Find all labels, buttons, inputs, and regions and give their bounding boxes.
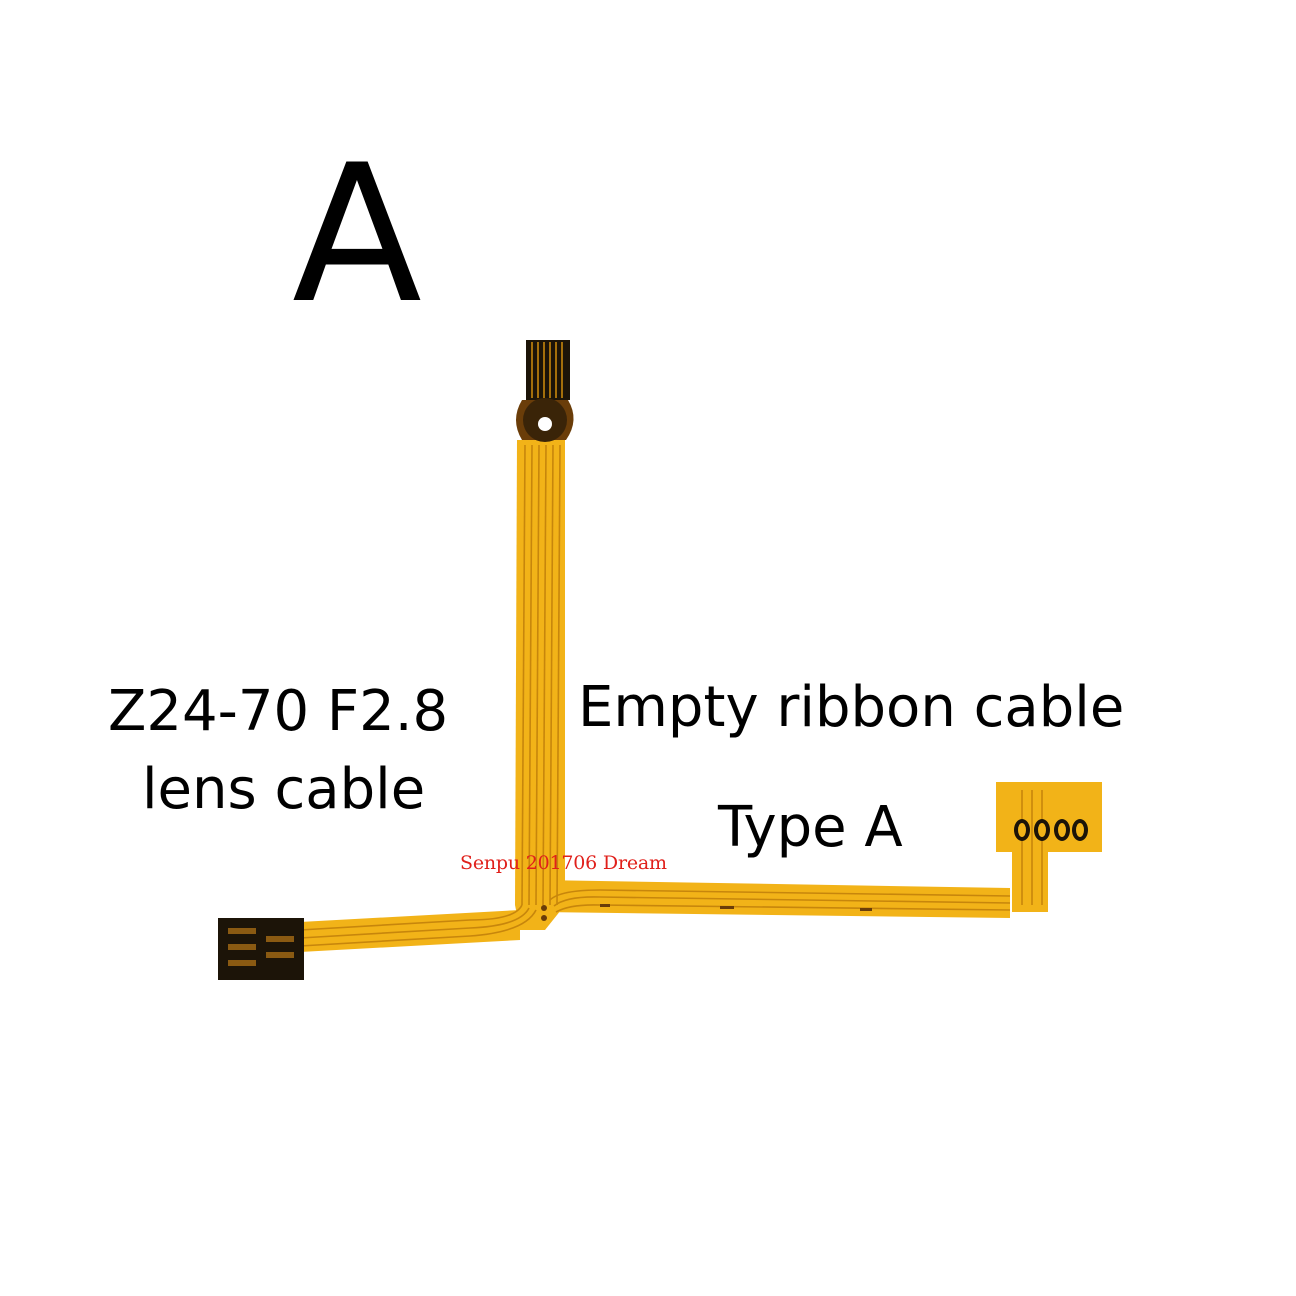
- watermark-text: Senpu 201706 Dream: [460, 852, 667, 874]
- top-connector: [516, 340, 574, 442]
- right-pads: [1014, 819, 1088, 841]
- cable-description: Empty ribbon cable: [578, 675, 1125, 740]
- model-sublabel: lens cable: [142, 757, 426, 822]
- model-label: Z24-70 F2.8: [108, 679, 449, 744]
- variant-letter: A: [292, 124, 422, 345]
- left-connector: [218, 918, 304, 980]
- cable-traces: [299, 444, 1043, 947]
- type-label: Type A: [718, 795, 903, 860]
- cable-markings: [541, 904, 872, 921]
